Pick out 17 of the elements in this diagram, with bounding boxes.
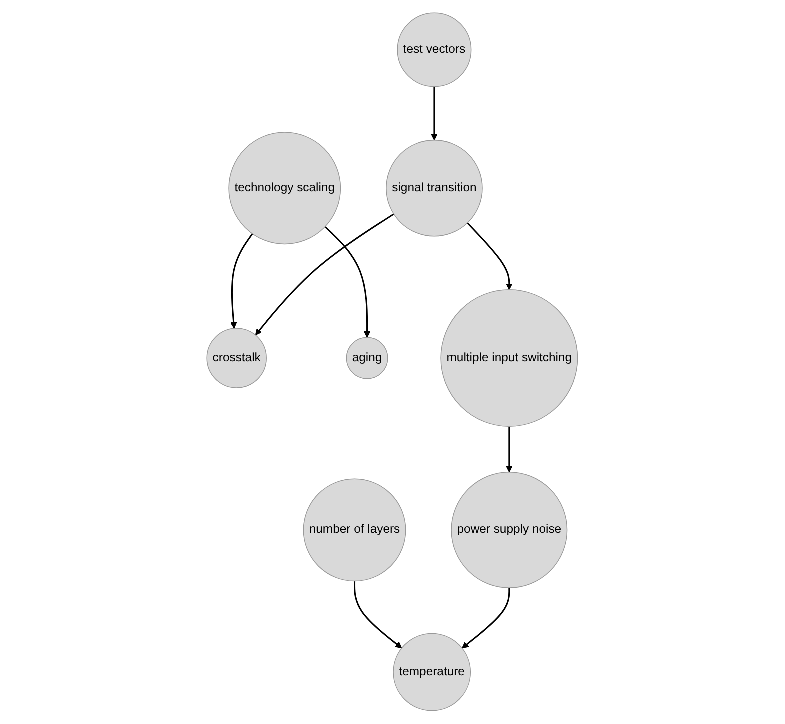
arrow [431,86,438,141]
node-circle: signal transition [386,140,483,237]
node-circle: number of layers [303,478,406,582]
arrow [255,214,394,336]
arrow [354,581,402,649]
arrow [230,234,254,329]
node-circle: temperature [393,633,472,712]
arrow [467,222,513,290]
arrow [506,426,513,473]
node-circle: power supply noise [451,472,568,588]
node-circle: crosstalk [206,328,268,388]
arrow [324,226,371,338]
node-circle: technology scaling [228,132,342,245]
node-circle: multiple input switching [440,290,578,428]
node-circle: test vectors [397,12,472,88]
arrow [462,588,510,649]
node-circle: aging [346,337,388,380]
